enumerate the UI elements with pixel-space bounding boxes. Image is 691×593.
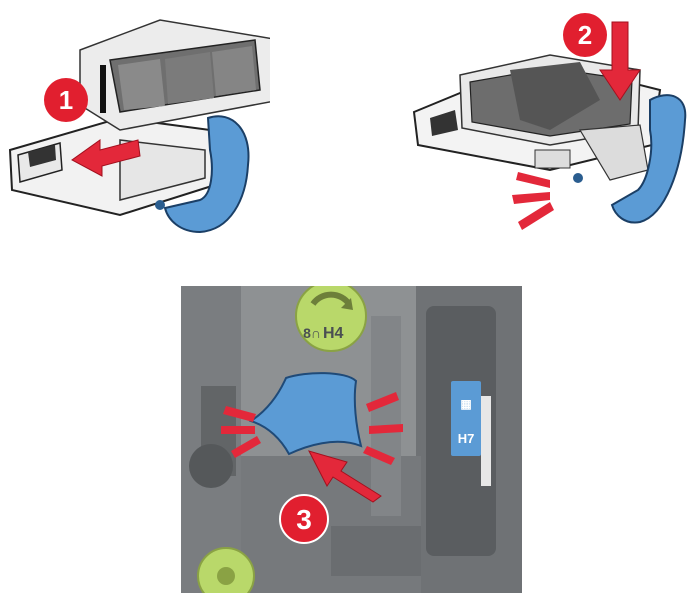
step-2-badge: 2 — [563, 13, 607, 57]
knob-icon: 8∩ H4 — [296, 286, 366, 351]
step-2-illustration: 2 — [400, 0, 691, 240]
svg-text:1: 1 — [59, 85, 73, 115]
step-3-photo: 8∩ H4 ▦ H7 3 — [181, 286, 522, 593]
svg-text:2: 2 — [578, 20, 592, 50]
step-3-badge: 3 — [280, 495, 328, 543]
svg-text:H7: H7 — [458, 431, 475, 446]
svg-text:3: 3 — [296, 504, 312, 535]
lower-knob-icon — [198, 548, 254, 593]
step-1-badge: 1 — [44, 78, 88, 122]
svg-text:H4: H4 — [323, 325, 344, 342]
svg-text:8∩: 8∩ — [303, 325, 321, 341]
staple-cartridge-icon — [80, 20, 270, 130]
staple-holder-tray — [10, 118, 215, 215]
svg-text:▦: ▦ — [460, 397, 471, 411]
click-indicator-icon — [512, 172, 554, 230]
step-1-illustration: 1 — [0, 0, 270, 240]
